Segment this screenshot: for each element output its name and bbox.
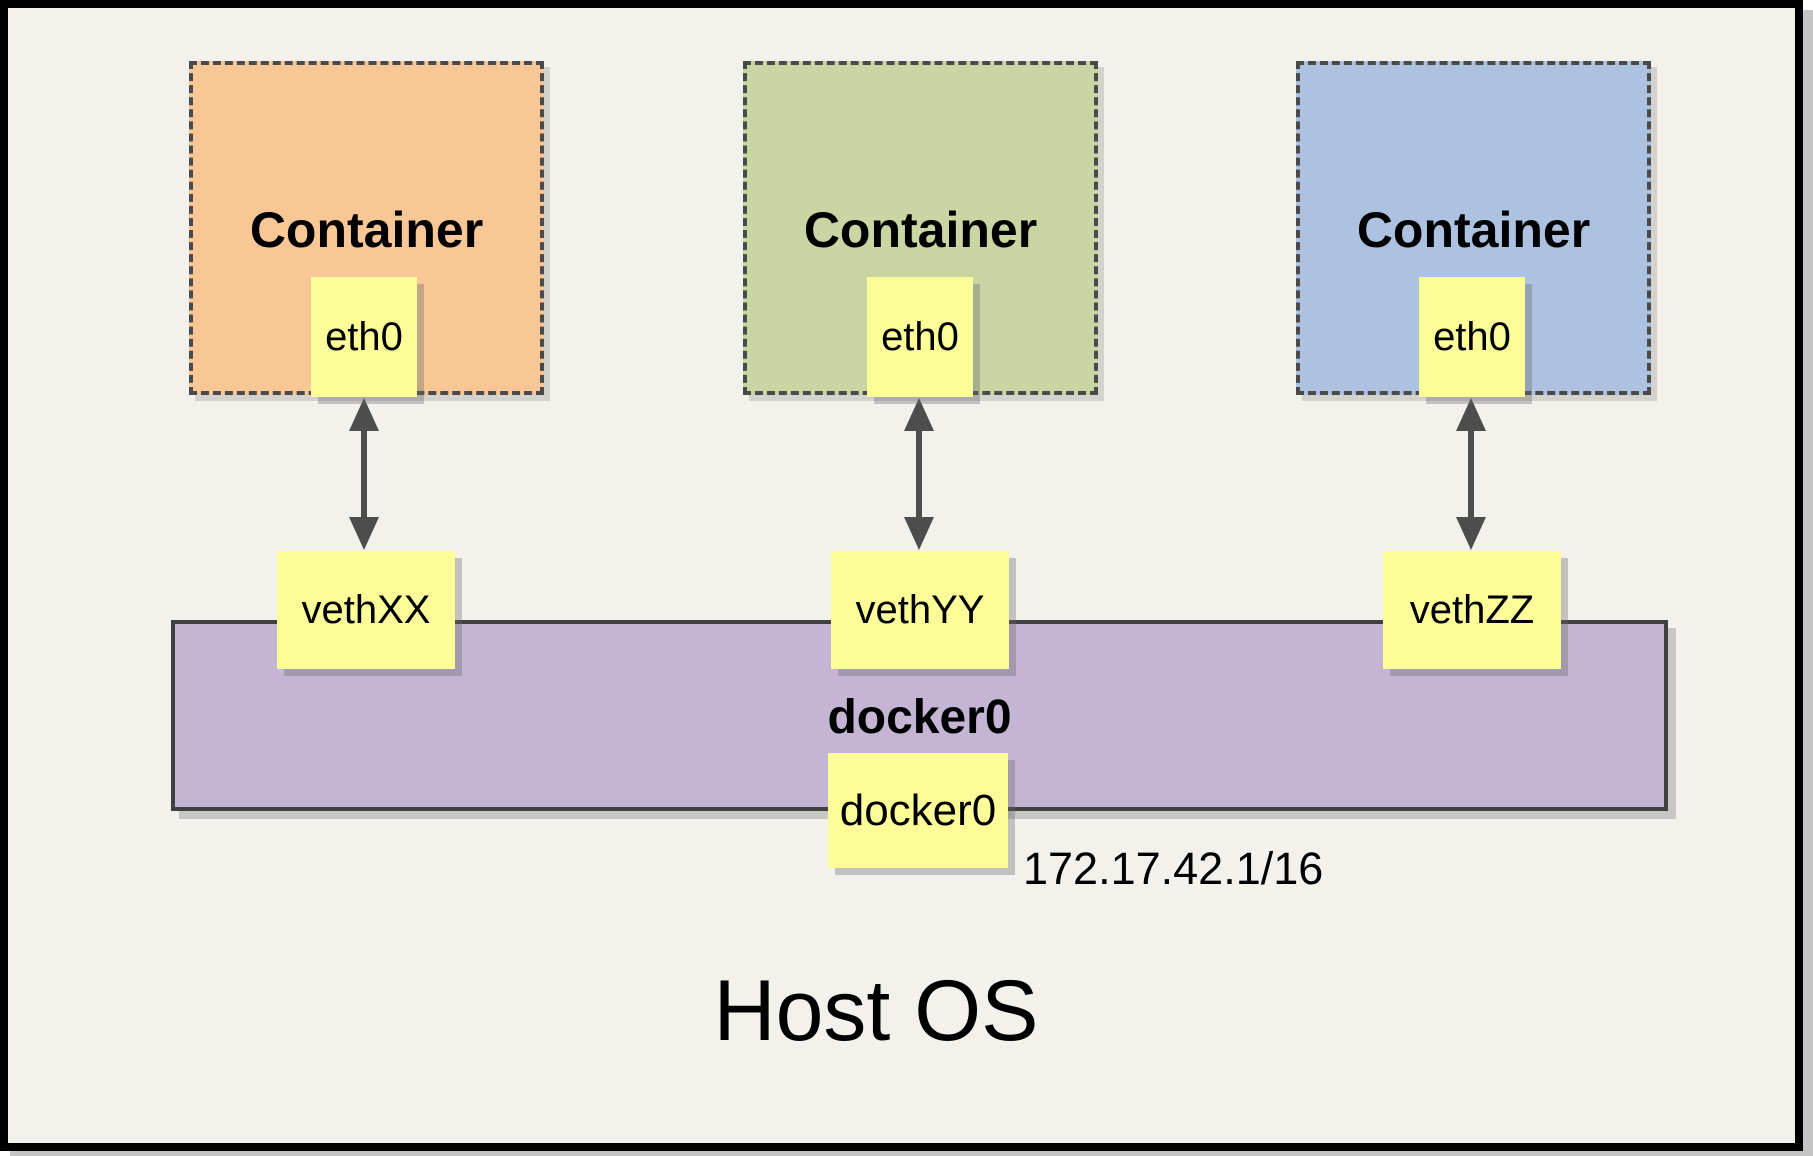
- container-title-3: Container: [1356, 202, 1591, 258]
- arrow-down-icon: [349, 517, 379, 550]
- eth0-chip-3: eth0: [1419, 277, 1525, 397]
- host-os-title: Host OS: [713, 963, 1039, 1059]
- eth0-label-1: eth0: [325, 314, 403, 359]
- veth-chip-2: vethYY: [831, 551, 1009, 669]
- arrow-down-icon: [904, 517, 934, 550]
- veth-label-3: vethZZ: [1409, 587, 1535, 632]
- veth-label-1: vethXX: [301, 587, 431, 632]
- arrow-down-icon: [1456, 517, 1486, 550]
- eth0-chip-1: eth0: [311, 277, 417, 397]
- veth-label-2: vethYY: [855, 587, 985, 632]
- docker0-chip: docker0: [828, 753, 1008, 868]
- veth-arrow-1: [349, 398, 379, 550]
- arrow-shaft: [361, 424, 367, 524]
- veth-arrow-3: [1456, 398, 1486, 550]
- eth0-chip-2: eth0: [867, 277, 973, 397]
- container-title-1: Container: [249, 202, 484, 258]
- veth-arrow-2: [904, 398, 934, 550]
- docker0-bridge-label: docker0: [827, 691, 1012, 744]
- arrow-shaft: [916, 424, 922, 524]
- veth-chip-1: vethXX: [277, 551, 455, 669]
- arrow-shaft: [1468, 424, 1474, 524]
- eth0-label-3: eth0: [1433, 314, 1511, 359]
- bridge-ip-label: 172.17.42.1/16: [1023, 843, 1324, 894]
- eth0-label-2: eth0: [881, 314, 959, 359]
- docker0-chip-label: docker0: [839, 785, 997, 835]
- container-title-2: Container: [803, 202, 1038, 258]
- veth-chip-3: vethZZ: [1383, 551, 1561, 669]
